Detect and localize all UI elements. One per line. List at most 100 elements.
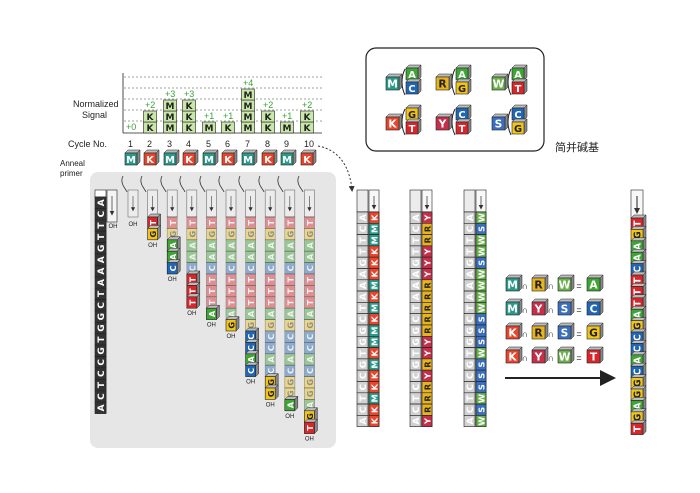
block-letter: K: [370, 293, 380, 300]
block-letter: G: [633, 414, 644, 422]
block-letter: K: [370, 349, 380, 356]
block-face: [304, 376, 315, 389]
block-face: [225, 262, 237, 275]
block-letter: T: [285, 299, 295, 305]
extended-base-faded: A: [206, 250, 217, 263]
read-template-base: T: [463, 245, 476, 258]
block-letter: C: [633, 334, 644, 341]
intersect-symbol: ∩: [548, 353, 554, 363]
read-template-base: A: [463, 415, 476, 427]
block-letter: T: [412, 395, 422, 402]
block-letter: A: [266, 253, 276, 260]
template-base: G: [94, 322, 107, 335]
block-face: [557, 277, 572, 292]
block-letter: A: [633, 356, 644, 364]
block-letter: K: [370, 248, 380, 255]
block-letter: G: [266, 322, 276, 329]
extended-base-faded: T: [206, 285, 217, 298]
block-letter: S: [477, 328, 487, 334]
read-template-base: G: [356, 324, 369, 337]
legend-base-tile: T: [455, 118, 472, 135]
block-letter: C: [412, 372, 422, 379]
extended-base-new: G: [225, 315, 240, 332]
block-face: [166, 262, 178, 275]
block-letter: A: [305, 401, 315, 408]
read-degenerate-base: K: [368, 369, 380, 382]
block-face: [284, 262, 296, 275]
block-side: [417, 64, 422, 81]
block-letter: T: [266, 276, 276, 282]
signal-increment: +2: [302, 100, 312, 110]
read-degenerate-base: S: [475, 403, 487, 416]
logic-code-tile: W: [557, 346, 575, 364]
read-template-base: C: [409, 223, 422, 235]
legend-base-tile: C: [455, 104, 472, 121]
read-template-base: A: [463, 268, 476, 281]
block-letter: A: [187, 253, 197, 260]
block-face: [225, 296, 237, 309]
block-letter: G: [412, 259, 422, 266]
intersect-symbol: ∩: [548, 281, 554, 291]
block-letter: A: [97, 404, 107, 411]
oh-label: OH: [266, 402, 275, 408]
block-letter: G: [466, 361, 476, 368]
block-letter: M: [370, 338, 380, 346]
oh-label: OH: [129, 222, 138, 228]
block-face: [206, 239, 217, 252]
read-primer-block: [356, 189, 369, 213]
block-face: [304, 342, 315, 355]
block-letter: C: [285, 265, 295, 271]
added-base-tile: K: [182, 149, 199, 166]
read-template-base: C: [356, 403, 369, 416]
signal-bar-letter: K: [265, 124, 273, 134]
block-letter: A: [305, 310, 315, 317]
block-letter: S: [477, 373, 487, 379]
final-base: T: [630, 294, 647, 310]
block-face: [304, 364, 315, 377]
block-face: [304, 319, 315, 332]
block-letter: W: [477, 270, 487, 279]
block-letter: T: [633, 425, 644, 432]
signal-bar-letter: K: [186, 102, 194, 112]
block-letter: T: [359, 349, 369, 356]
extended-base-faded: T: [225, 216, 237, 229]
oh-label: OH: [227, 334, 236, 340]
read-template-base: T: [356, 392, 369, 405]
read-template-base: T: [409, 347, 422, 360]
block-side: [570, 274, 575, 292]
block-letter: R: [534, 327, 542, 340]
block-letter: A: [168, 253, 178, 260]
block-letter: W: [493, 78, 505, 91]
block-letter: A: [412, 282, 422, 289]
block-letter: C: [466, 372, 476, 379]
final-base: A: [630, 351, 647, 367]
read-degenerate-base: M: [368, 324, 380, 337]
block-letter: C: [359, 372, 369, 379]
block-letter: C: [227, 265, 237, 271]
block-letter: A: [285, 356, 295, 363]
block-face: [304, 285, 315, 298]
extended-base-new: T: [303, 418, 319, 435]
block-letter: M: [370, 225, 380, 233]
read-template-base: C: [356, 313, 369, 326]
block-side: [523, 104, 528, 121]
block-letter: K: [370, 316, 380, 323]
read-template-base: A: [356, 268, 369, 281]
legend-code-tile: S: [491, 113, 509, 131]
block-letter: G: [359, 361, 369, 368]
block-face: [284, 285, 296, 298]
extended-base-faded: T: [166, 216, 178, 229]
extended-base-faded: G: [264, 319, 276, 332]
block-letter: M: [282, 155, 292, 166]
template-base: A: [94, 401, 107, 414]
block-letter: W: [559, 351, 571, 364]
extended-base-faded: A: [304, 353, 315, 366]
legend-base-tile: G: [455, 78, 472, 95]
block-letter: W: [477, 349, 487, 358]
block-letter: T: [187, 288, 197, 294]
block-face: [264, 250, 276, 263]
block-letter: R: [423, 406, 433, 413]
block-letter: C: [285, 368, 295, 374]
extended-base-faded: T: [284, 216, 295, 229]
read-template-base: T: [356, 347, 369, 360]
